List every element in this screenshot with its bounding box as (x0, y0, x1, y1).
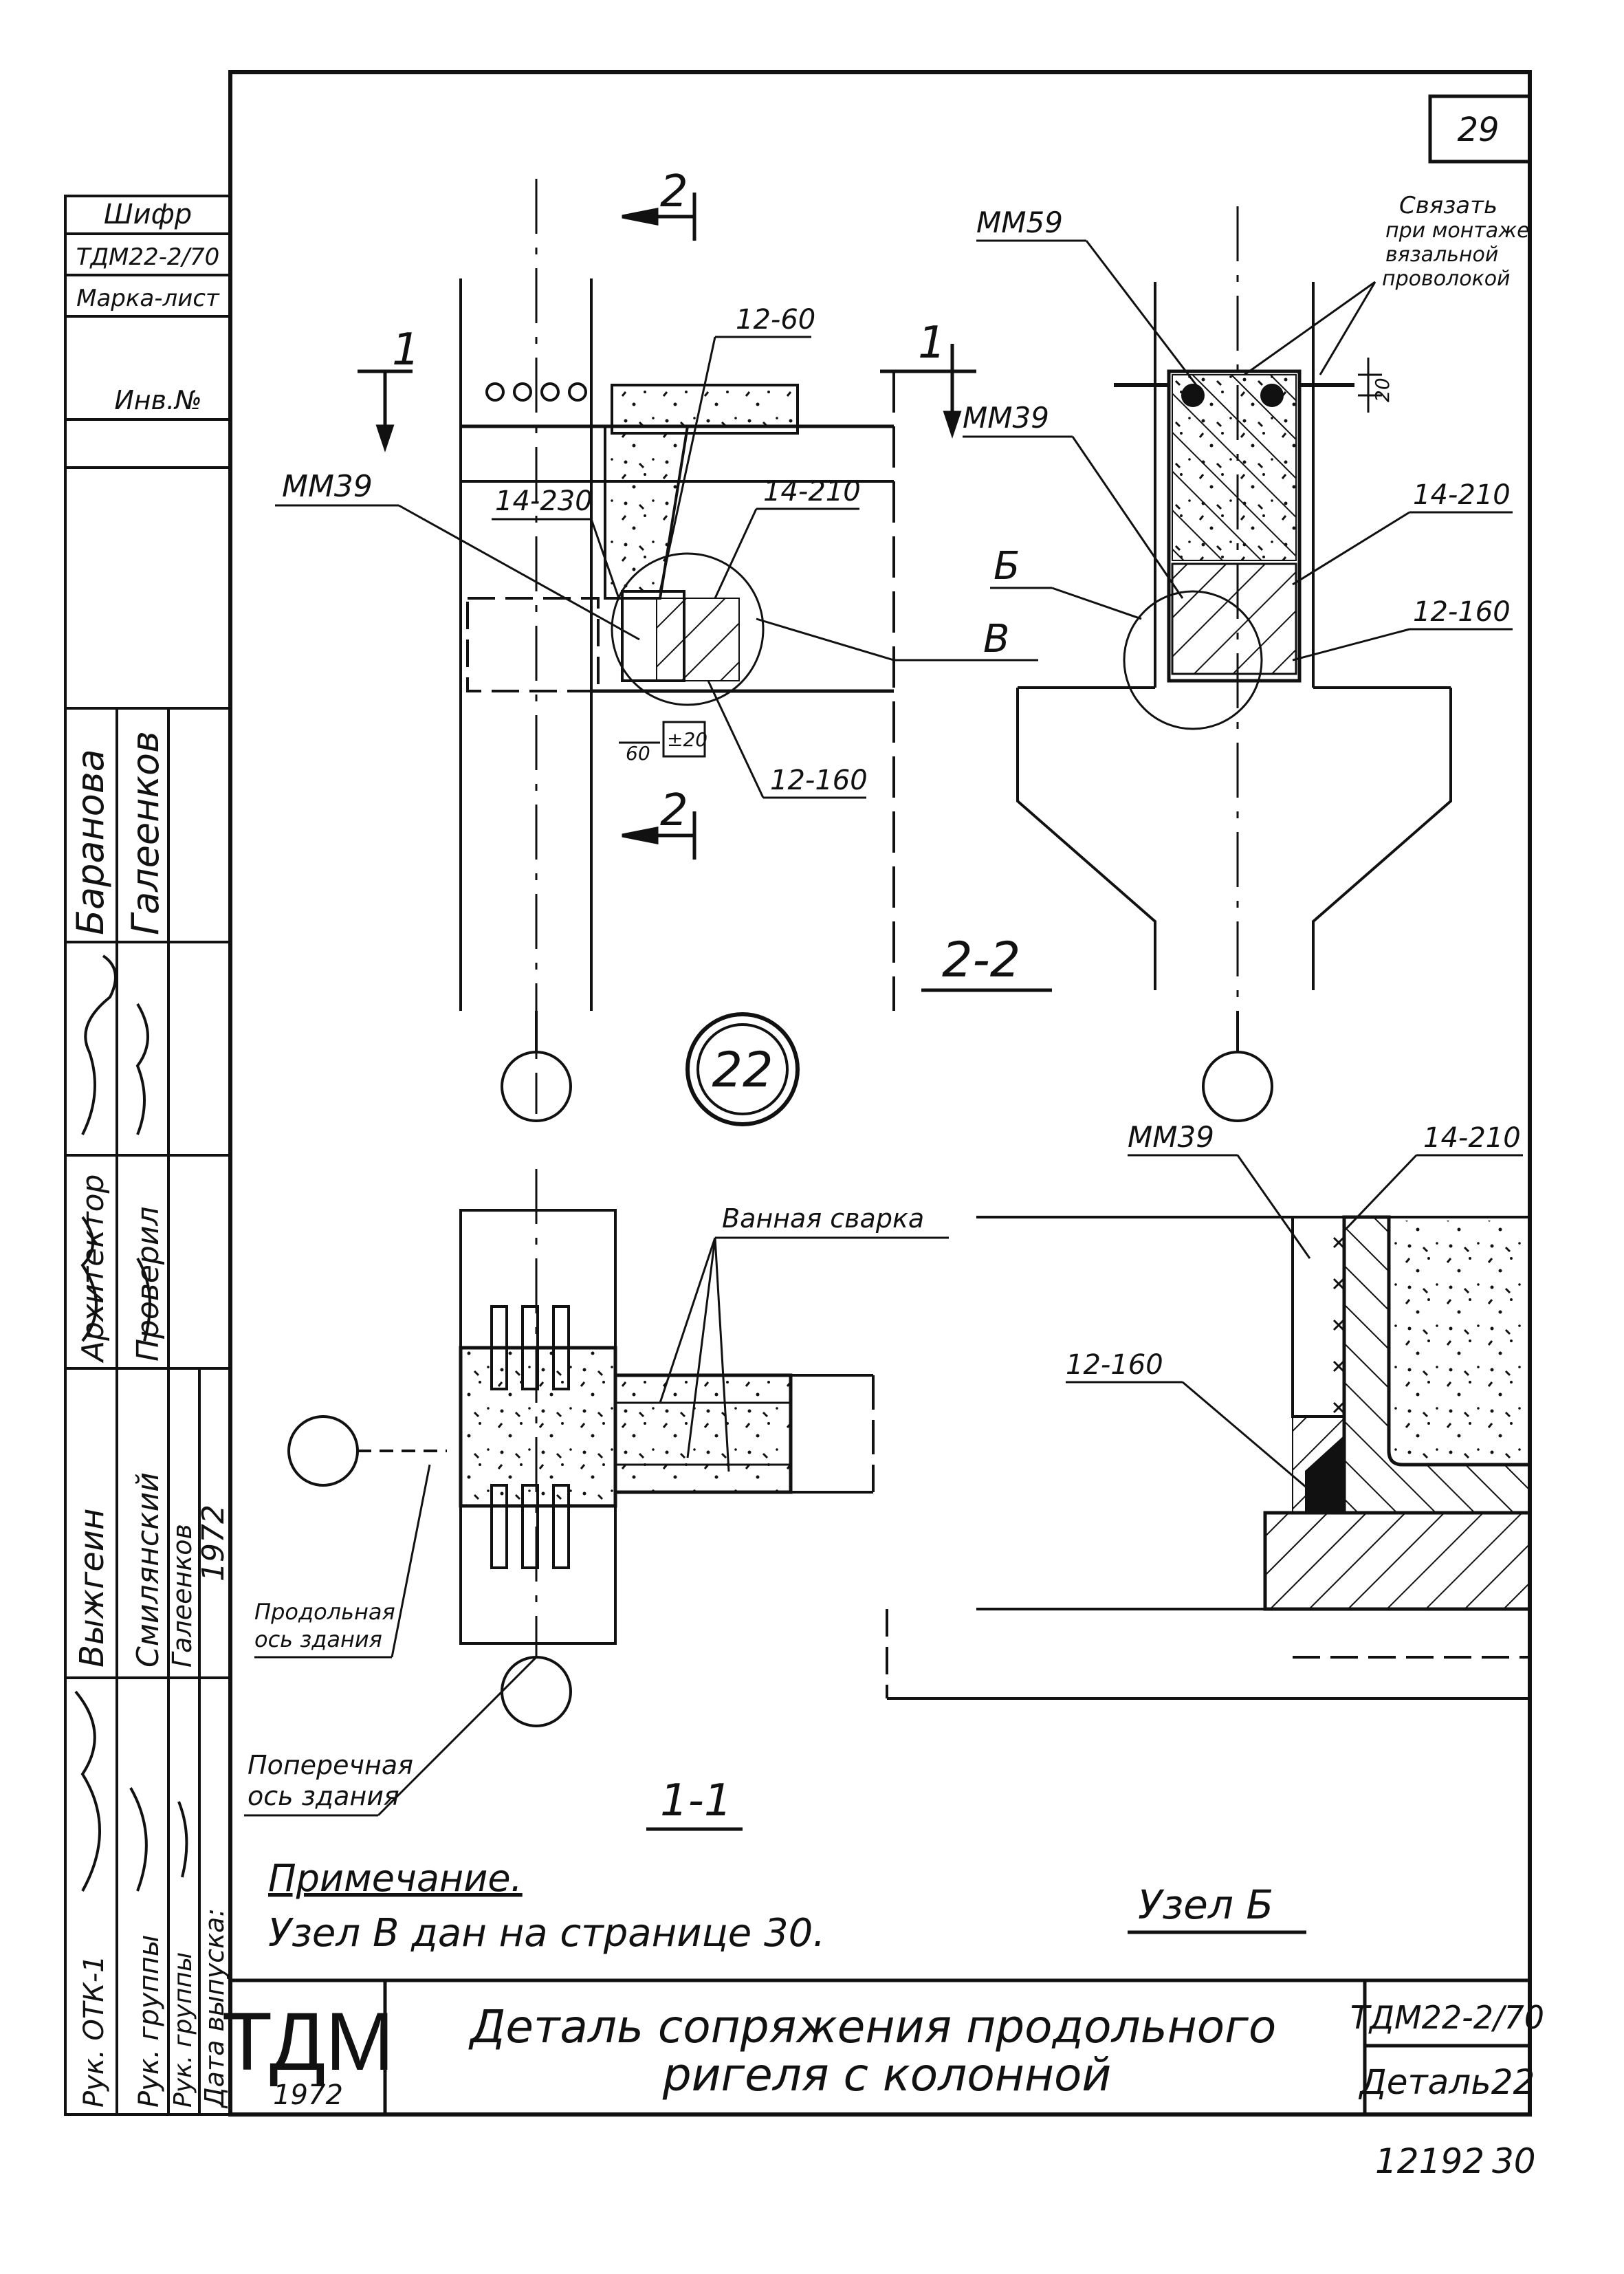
label-mm59: ММ59 (976, 206, 1063, 239)
left-stamp (64, 195, 232, 2116)
node-b-view (886, 1215, 1532, 1700)
label-node-b-callout: Б (994, 544, 1020, 589)
section-mark-1-left (358, 369, 413, 452)
node-b-title: Узел Б (1138, 1881, 1273, 1928)
label-14-210-right: 14-210 (1413, 479, 1511, 511)
label-14-210-left: 14-210 (763, 476, 861, 507)
title-block (230, 1978, 1530, 2114)
tie-note-4: проволокой (1382, 267, 1511, 291)
leaders-1-1 (244, 1236, 949, 1817)
title-logo: ТДМ (222, 1996, 395, 2088)
leaders-node-b (1066, 1154, 1523, 1500)
label-14-210-node: 14-210 (1423, 1122, 1521, 1154)
label-14-230: 14-230 (495, 485, 593, 517)
section-mark-1-left-label: 1 (392, 325, 420, 375)
label-12-160-left: 12-160 (770, 765, 868, 796)
title-code: ТДМ22-2/70 (1350, 1999, 1544, 2036)
section-1-1 (459, 1209, 875, 1645)
dim-20-box: ±20 (667, 728, 707, 751)
label-trans-axis-1: Поперечная (248, 1750, 413, 1780)
tie-note-1: Связать (1399, 192, 1497, 219)
title-line-1: Деталь сопряжения продольного (468, 2000, 1276, 2053)
sheet-number: 29 (1457, 111, 1499, 149)
stamp-cipher-value: ТДМ22-2/70 (76, 243, 220, 271)
view-2-2-title: 2-2 (942, 932, 1020, 988)
tie-note-3: вязальной (1385, 243, 1498, 267)
section-mark-2-bottom-label: 2 (660, 785, 688, 836)
footer-page-no: 30 (1492, 2141, 1536, 2181)
stamp-author-3: Галеенков (167, 1524, 197, 1668)
elevation-view (459, 179, 895, 1114)
tie-note-2: при монтаже (1385, 219, 1530, 243)
label-mm39-left: ММ39 (282, 469, 373, 504)
stamp-name-2: Галеенков (124, 731, 167, 935)
stamp-position-1: Рук. ОТК-1 (78, 1955, 110, 2108)
view-1-1-title: 1-1 (660, 1775, 732, 1826)
label-12-60: 12-60 (736, 304, 815, 336)
leaders-2-2 (963, 239, 1513, 662)
stamp-author-2: Смилянский (131, 1472, 166, 1668)
stamp-cipher-label: Шифр (104, 199, 192, 230)
section-mark-1-right (880, 344, 976, 439)
label-mm39-node: ММ39 (1128, 1120, 1214, 1154)
dim-60: 60 (626, 742, 650, 765)
signatures (74, 954, 188, 1892)
stamp-position-3: Рук. группы (169, 1952, 197, 2108)
label-12-160-node: 12-160 (1066, 1349, 1163, 1381)
detail-number: 22 (712, 1042, 773, 1098)
section-mark-2-top-label: 2 (660, 166, 688, 217)
label-long-axis-1: Продольная (254, 1599, 395, 1625)
label-bath-weld: Ванная сварка (722, 1203, 924, 1234)
label-12-160-right: 12-160 (1413, 596, 1511, 628)
label-long-axis-2: ось здания (254, 1626, 382, 1652)
stamp-role-1: Архитектор (76, 1174, 111, 1364)
stamp-position-2: Рук. группы (133, 1935, 165, 2108)
label-trans-axis-2: ось здания (248, 1781, 399, 1811)
note-text: Узел В дан на странице 30. (268, 1911, 825, 1956)
label-node-v: В (983, 617, 1009, 662)
stamp-inv-label: Инв.№ (114, 385, 201, 415)
section-2-2 (1016, 206, 1452, 1011)
section-mark-2-bottom (622, 811, 696, 860)
detail-circle (685, 1012, 800, 1126)
leaders-elevation (275, 336, 1038, 799)
title-line-2: ригеля с колонной (662, 2048, 1112, 2101)
section-mark-1-right-label: 1 (918, 318, 946, 369)
section-mark-2-top (622, 193, 696, 241)
dim-20-right: 20 (1371, 378, 1394, 402)
stamp-sheet-label: Марка-лист (76, 285, 220, 312)
footer-archive-no: 12192 (1375, 2141, 1484, 2181)
stamp-name-1: Баранова (69, 749, 112, 935)
stamp-author-1: Выжгеин (73, 1509, 111, 1668)
stamp-author-4: 1972 (196, 1505, 231, 1582)
title-detail: Деталь22 (1359, 2062, 1535, 2102)
note-title: Примечание. (268, 1857, 523, 1900)
stamp-position-4: Дата выпуска: (199, 1908, 230, 2109)
label-mm39-right: ММ39 (963, 401, 1049, 435)
weld-crosses (1332, 1236, 1345, 1414)
title-year: 1972 (273, 2079, 343, 2111)
sheet-frame (228, 70, 1532, 2117)
